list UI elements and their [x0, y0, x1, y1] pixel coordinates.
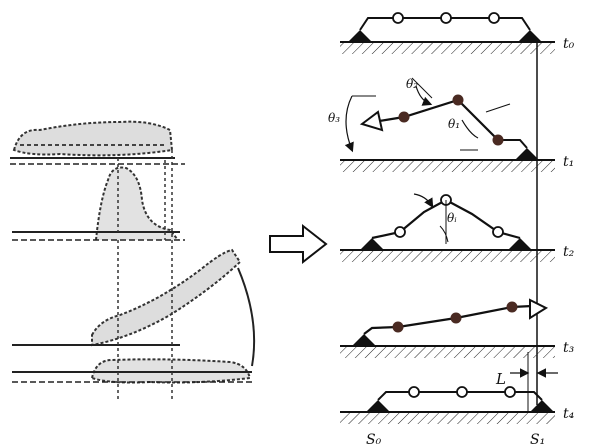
- caterpillar-landed: [12, 358, 252, 384]
- position-label-s0: S₀: [366, 432, 382, 448]
- stage-t3: t₃: [340, 298, 575, 358]
- caterpillar-sketch: [10, 120, 256, 400]
- time-label-t0: t₀: [563, 36, 575, 52]
- time-label-t2: t₂: [563, 244, 575, 260]
- displacement-annotation: L: [495, 368, 558, 388]
- angle-label-theta3: θ₃: [328, 111, 340, 125]
- time-label-t3: t₃: [563, 340, 575, 356]
- hollow-right-arrow-icon: [269, 223, 328, 265]
- stage-t0: t₀: [340, 12, 575, 54]
- angle-label-theta1: θ₁: [448, 117, 460, 131]
- angle-label-theta-i: θᵢ: [447, 211, 457, 225]
- caterpillar-flat: [10, 120, 185, 165]
- caterpillar-arched: [12, 166, 185, 241]
- time-label-t1: t₁: [563, 154, 574, 170]
- time-label-t4: t₄: [563, 406, 575, 422]
- displacement-label: L: [495, 370, 506, 388]
- stage-t1: θ₂ θ₁ θ₃ t₁: [328, 77, 574, 172]
- caterpillar-extending: [12, 248, 256, 367]
- angle-label-theta2: θ₂: [406, 77, 418, 91]
- stage-t4: t₄ S₀ S₁: [340, 386, 575, 448]
- stage-t2: θᵢ t₂: [340, 193, 575, 262]
- position-label-s1: S₁: [530, 432, 545, 448]
